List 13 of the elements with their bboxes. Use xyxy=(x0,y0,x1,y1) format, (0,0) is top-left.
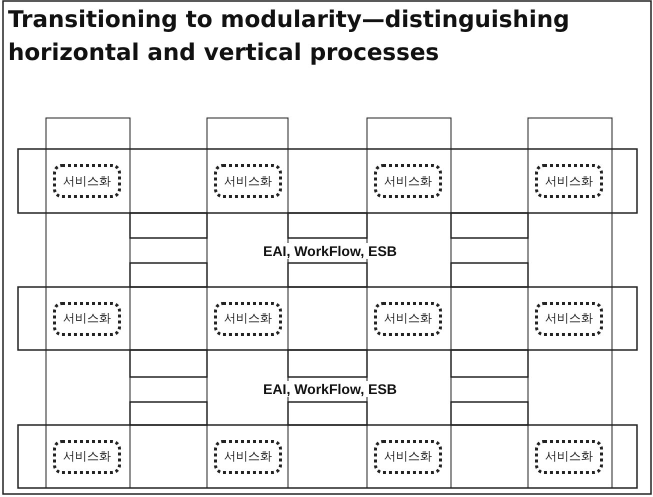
service-box: 서비스화 xyxy=(214,440,282,474)
service-box: 서비스화 xyxy=(535,440,603,474)
title: Transitioning to modularity—distinguishing horizontal and vertical processes xyxy=(8,6,571,68)
service-box: 서비스화 xyxy=(214,164,282,198)
service-box: 서비스화 xyxy=(53,164,121,198)
service-box: 서비스화 xyxy=(535,164,603,198)
service-box: 서비스화 xyxy=(53,302,121,336)
service-box: 서비스화 xyxy=(374,302,442,336)
service-box: 서비스화 xyxy=(214,302,282,336)
service-box: 서비스화 xyxy=(535,302,603,336)
service-box: 서비스화 xyxy=(374,440,442,474)
service-box: 서비스화 xyxy=(374,164,442,198)
service-box: 서비스화 xyxy=(53,440,121,474)
